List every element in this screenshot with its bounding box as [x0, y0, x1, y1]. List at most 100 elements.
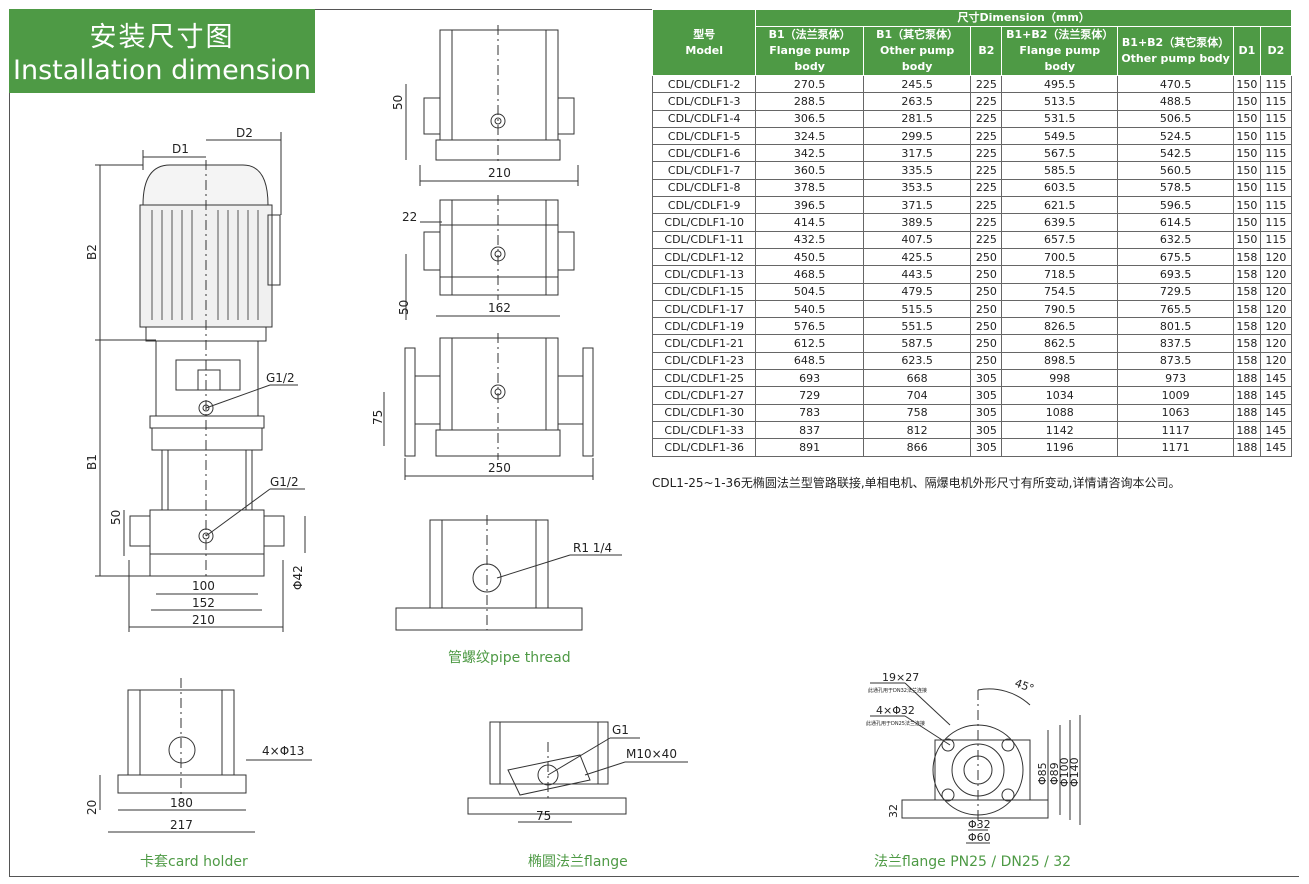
label-phi85: Φ85: [1036, 762, 1049, 785]
label-phi32: Φ32: [968, 818, 991, 831]
table-cell: 188: [1232, 403, 1261, 422]
label-phi89: Φ89: [1048, 762, 1061, 785]
model-cell: CDL/CDLF1-12: [651, 247, 757, 267]
caption-oval-flange: 椭圆法兰flange: [528, 854, 628, 870]
table-cell: 115: [1259, 230, 1293, 249]
column-header-en: Other pump body: [1121, 52, 1230, 65]
model-header-zh: 型号: [693, 27, 716, 41]
label-22: 22: [402, 210, 417, 224]
model-cell: CDL/CDLF1-3: [651, 92, 757, 111]
column-header: D2: [1259, 26, 1293, 76]
table-cell: 115: [1259, 126, 1293, 146]
table-cell: 288.5: [755, 92, 864, 111]
table-cell: 225: [970, 161, 1003, 180]
column-header: B1（其它泵体）Other pump body: [862, 26, 972, 76]
table-cell: 567.5: [1001, 144, 1119, 163]
model-cell: CDL/CDLF1-8: [651, 178, 757, 198]
model-cell: CDL/CDLF1-9: [651, 196, 757, 215]
table-cell: 158: [1232, 247, 1261, 267]
model-cell: CDL/CDLF1-7: [651, 161, 757, 180]
table-cell: 263.5: [862, 92, 972, 111]
model-cell: CDL/CDLF1-21: [651, 334, 757, 353]
table-cell: 158: [1232, 351, 1261, 371]
view-2-drawing: 22 50 162: [397, 195, 575, 320]
table-cell: 150: [1232, 74, 1261, 94]
table-cell: 150: [1232, 92, 1261, 111]
label-75-view6: 75: [536, 809, 551, 823]
label-50-main: 50: [109, 510, 123, 525]
column-header-zh: D1: [1238, 44, 1256, 57]
title-en: Installation dimension: [13, 55, 311, 86]
table-cell: 250: [970, 351, 1003, 371]
label-210-main: 210: [192, 613, 215, 627]
label-b1: B1: [85, 454, 99, 470]
column-header-en: Flange pump body: [1019, 44, 1101, 73]
caption-pipe-thread: 管螺纹pipe thread: [448, 650, 571, 666]
label-45deg: 45°: [1013, 677, 1036, 696]
label-holes-note: 此通孔用于DN25法兰连接: [866, 720, 925, 727]
table-cell: 145: [1259, 403, 1293, 422]
column-header-zh: B1+B2（其它泵体）: [1121, 36, 1230, 49]
model-cell: CDL/CDLF1-4: [651, 109, 757, 128]
table-cell: 866: [862, 438, 972, 457]
table-cell: 225: [970, 144, 1003, 163]
label-phi140: Φ140: [1068, 757, 1081, 787]
label-20: 20: [85, 800, 99, 815]
table-cell: 250: [970, 334, 1003, 353]
label-180: 180: [170, 796, 193, 810]
table-cell: 389.5: [862, 213, 972, 232]
table-cell: 585.5: [1001, 161, 1119, 180]
table-cell: 704: [862, 386, 972, 405]
label-4xphi13: 4×Φ13: [262, 744, 304, 758]
label-32: 32: [887, 804, 900, 818]
label-phi100: Φ100: [1058, 757, 1071, 787]
table-cell: 120: [1259, 265, 1293, 284]
label-phi42: Φ42: [291, 565, 305, 590]
label-4xphi32: 4×Φ32: [876, 704, 915, 717]
label-152: 152: [192, 596, 215, 610]
view-3-drawing: 75 250: [371, 333, 594, 480]
table-cell: 506.5: [1117, 109, 1234, 128]
table-note: CDL1-25~1-36无椭圆法兰型管路联接,单相电机、隔爆电机外形尺寸有所变动…: [652, 476, 1181, 490]
label-m10x40: M10×40: [626, 747, 677, 761]
table-cell: 120: [1259, 282, 1293, 301]
table-cell: 596.5: [1117, 196, 1234, 215]
table-cell: 862.5: [1001, 334, 1119, 353]
table-cell: 305: [970, 386, 1003, 405]
label-162: 162: [488, 301, 511, 315]
table-cell: 145: [1259, 420, 1293, 440]
column-header: B1+B2（法兰泵体）Flange pump body: [1001, 26, 1119, 76]
label-50-view1: 50: [391, 95, 405, 110]
dimension-group-header: 尺寸Dimension（mm）: [755, 9, 1292, 27]
table-cell: 115: [1259, 161, 1293, 180]
view-4-drawing: R1 1/4: [395, 515, 622, 631]
table-cell: 1088: [1001, 403, 1119, 422]
label-210-view1: 210: [488, 166, 511, 180]
column-header-zh: B1（其它泵体）: [876, 28, 959, 41]
label-g1: G1: [612, 723, 629, 737]
top-rule: [315, 9, 652, 10]
model-cell: CDL/CDLF1-6: [651, 144, 757, 163]
label-100: 100: [192, 579, 215, 593]
column-header: B1（法兰泵体）Flange pump body: [755, 26, 864, 76]
table-cell: 783: [755, 403, 864, 422]
label-75-view3: 75: [371, 410, 385, 425]
table-cell: 1142: [1001, 420, 1119, 440]
table-cell: 549.5: [1001, 126, 1119, 146]
table-cell: 188: [1232, 386, 1261, 405]
model-header-en: Model: [685, 43, 723, 57]
table-cell: 145: [1259, 438, 1293, 457]
view-1-drawing: 50 210: [391, 25, 579, 186]
table-cell: 115: [1259, 74, 1293, 94]
